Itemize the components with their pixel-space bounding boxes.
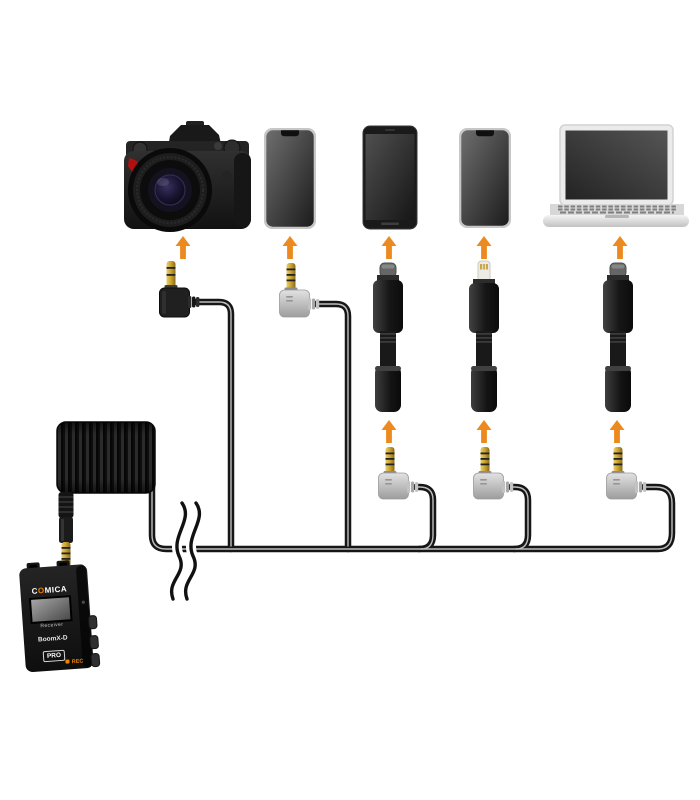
right-angle-plug-gray-2 [473, 447, 514, 500]
receiver-led [81, 600, 85, 604]
right-angle-plug-gray-3 [606, 447, 647, 500]
usb-c-to-3.5mm-adapter-2 [603, 262, 633, 412]
cable-break-mark [166, 498, 205, 604]
smartphone-with-notch-2 [459, 128, 511, 228]
camera-lens [128, 148, 212, 232]
up-arrow-icon [612, 236, 628, 259]
phone-notch [281, 130, 299, 137]
flow-arrows [175, 236, 628, 443]
up-arrow-icon [609, 420, 625, 443]
laptop [543, 124, 689, 227]
lightning-to-3.5mm-adapter [469, 260, 499, 412]
smartphone-full-screen [362, 125, 418, 230]
up-arrow-icon [175, 236, 191, 259]
usb-c-to-3.5mm-adapter-1 [373, 262, 403, 412]
phone1-cable [312, 300, 352, 553]
up-arrow-icon [282, 236, 298, 259]
receiver-screen [28, 595, 73, 625]
smartphone-with-notch-1 [264, 128, 316, 229]
coiled-cable [56, 421, 156, 567]
plug2-hook-cable [412, 483, 437, 553]
cable-network [62, 298, 676, 604]
dslr-camera [124, 121, 251, 232]
rec-dot-icon [65, 659, 70, 664]
right-angle-plug-gray-1 [378, 447, 419, 500]
up-arrow-icon [476, 420, 492, 443]
receiver-device: COMICA Receiver BoomX-D PRO REC [10, 557, 110, 683]
up-arrow-icon [476, 236, 492, 259]
receiver-button [90, 653, 101, 668]
up-arrow-icon [381, 236, 397, 259]
receiver-button [88, 615, 98, 630]
up-arrow-icon [381, 420, 397, 443]
receiver-button [89, 635, 99, 650]
phone-notch [476, 130, 494, 137]
right-angle-plug-black-camera [159, 261, 200, 318]
receiver-body-graphic [19, 560, 101, 672]
right-angle-plug-gray-phone [279, 263, 320, 318]
plug3-hook-cable [507, 483, 532, 553]
